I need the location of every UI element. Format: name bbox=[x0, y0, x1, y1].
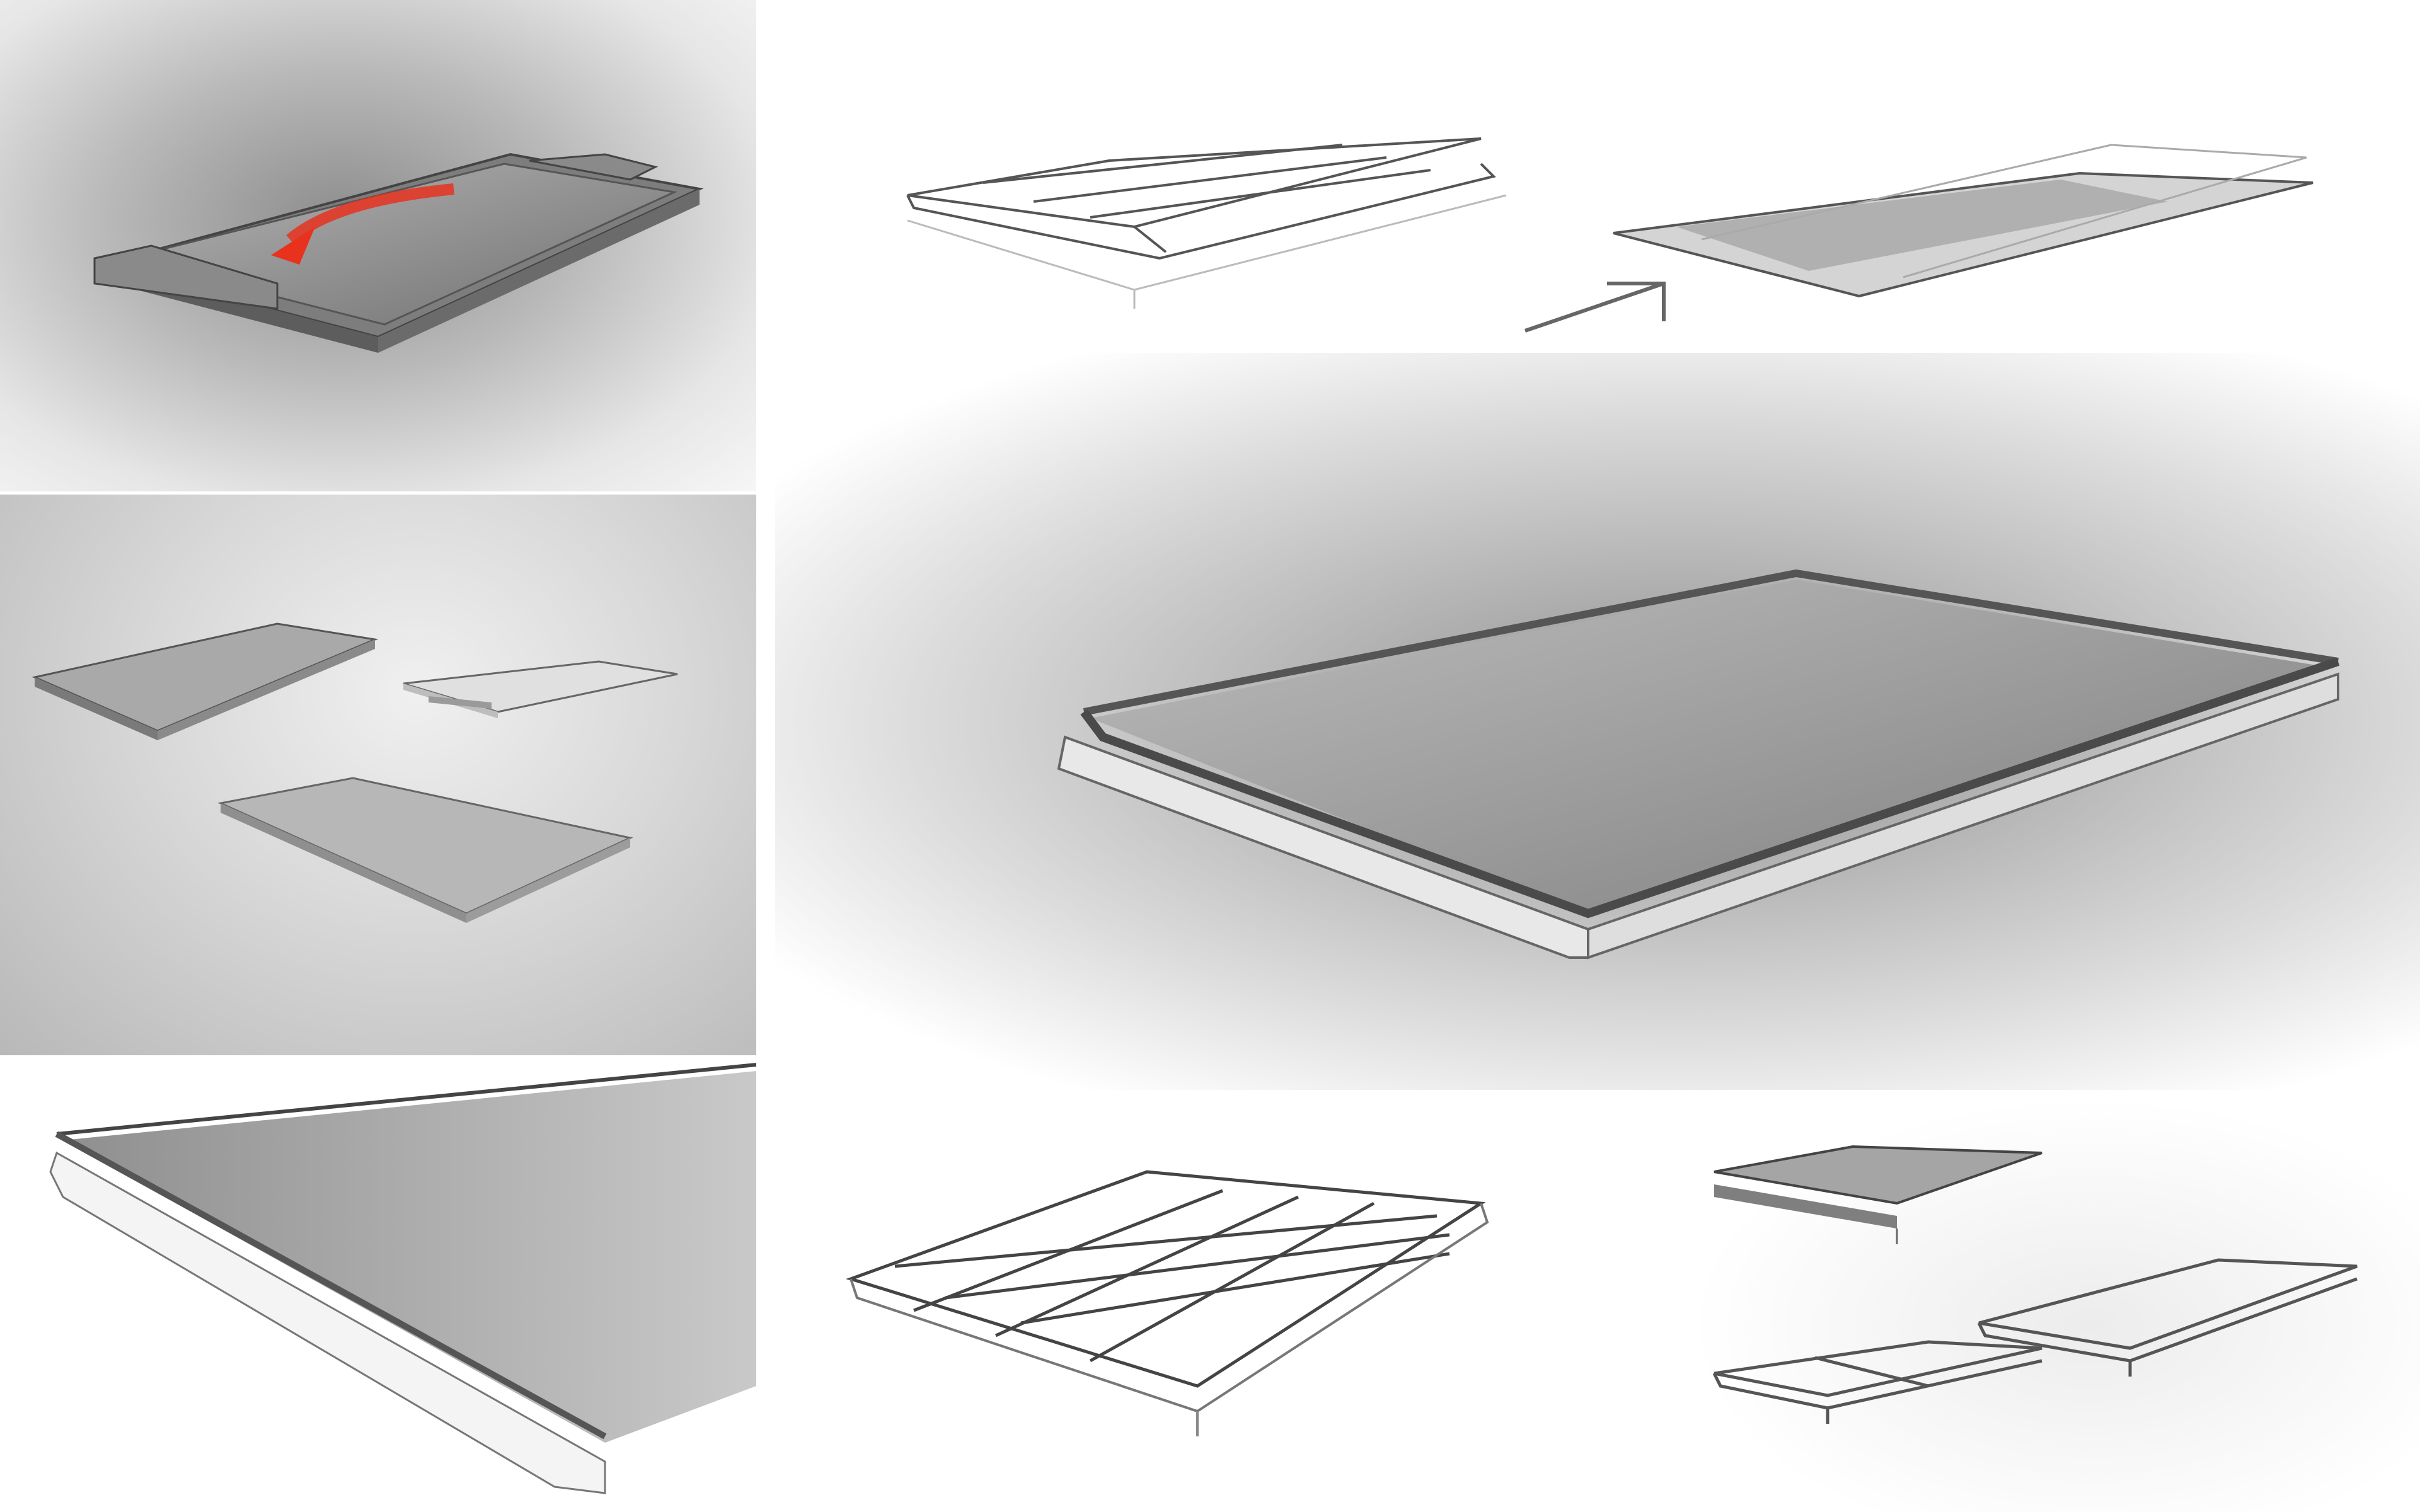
tray-slide-in-sketch bbox=[1524, 144, 2313, 333]
tray-surface bbox=[63, 1071, 756, 1443]
tray-variant-2 bbox=[403, 660, 678, 718]
tray-variants-illustration bbox=[32, 622, 678, 923]
tray-rim-front bbox=[1080, 657, 2340, 919]
tray-base-front bbox=[1057, 735, 1589, 959]
main-tray-illustration bbox=[1057, 569, 2340, 959]
tray-slide-in-sketch-panel bbox=[1512, 113, 2351, 365]
grate-frame-sketch-panel bbox=[819, 76, 1538, 353]
tray-surface bbox=[1090, 580, 2332, 917]
insert-arrow-icon bbox=[1607, 282, 1666, 321]
three-tray-variants-panel bbox=[0, 495, 756, 1055]
tray-variant-3 bbox=[217, 777, 633, 923]
frame-outline bbox=[1701, 144, 2307, 278]
tray-variant-1 bbox=[32, 622, 379, 740]
tray-inner-surface bbox=[1676, 180, 2168, 271]
griddle-tray-render-panel bbox=[0, 0, 756, 491]
main-tray-render-panel bbox=[775, 353, 2420, 1090]
open-frame-variant bbox=[1977, 1258, 2358, 1377]
tray-base-right bbox=[1587, 672, 2339, 959]
tray-handle-left bbox=[93, 244, 279, 310]
tray-side-right bbox=[378, 189, 700, 353]
tray-rim-back bbox=[1083, 569, 2339, 716]
tray-rim-top bbox=[56, 1063, 756, 1136]
burner-grate-sketch bbox=[846, 1170, 1489, 1436]
tray-edge-illustration bbox=[49, 1063, 756, 1494]
frame-variants-sketch-panel bbox=[1689, 1096, 2420, 1512]
split-frame-variant bbox=[1712, 1340, 2043, 1424]
insert-arrow-shaft bbox=[1524, 282, 1664, 333]
red-arrow-icon bbox=[271, 227, 315, 265]
stacked-tray-variant bbox=[1714, 1145, 2043, 1244]
griddle-tray-illustration bbox=[93, 152, 704, 353]
burner-grate-sketch-panel bbox=[819, 1134, 1525, 1462]
grate-frame-sketch bbox=[906, 137, 1507, 309]
tray-handle-right bbox=[529, 153, 659, 181]
frame-variants-sketch bbox=[1712, 1145, 2358, 1424]
tray-edge-closeup-panel bbox=[0, 1058, 756, 1512]
tray-base-frame bbox=[49, 1151, 606, 1494]
red-arrow-shaft bbox=[286, 183, 454, 244]
tray-rim-front bbox=[55, 1131, 607, 1440]
